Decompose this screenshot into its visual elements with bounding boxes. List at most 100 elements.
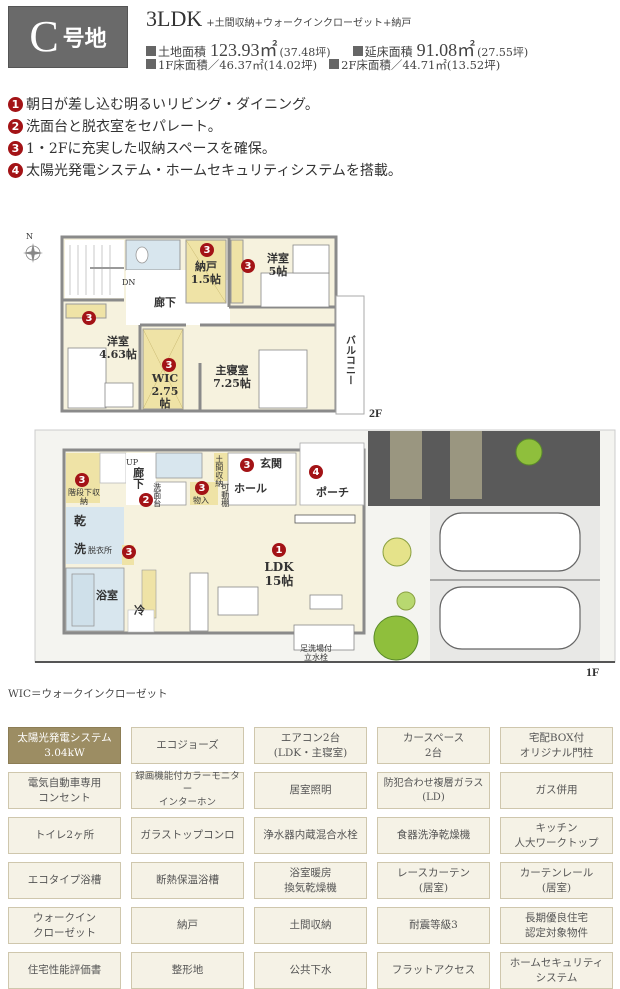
room-doma-storage: 土間収納 bbox=[214, 455, 224, 487]
room-wic: WIC 2.75帖 bbox=[151, 372, 179, 411]
room-hallway-1f: 廊下 bbox=[131, 467, 145, 489]
room-entrance-hall: ホール bbox=[234, 482, 267, 495]
equipment-item: エアコン2台 (LDK・主寝室) bbox=[254, 727, 367, 764]
feature-item: 3 1・2Fに充実した収納スペースを確保。 bbox=[8, 137, 402, 159]
room-storage-2f: 納戸 1.5帖 bbox=[190, 260, 222, 286]
feature-item: 1 朝日が差し込む明るいリビング・ダイニング。 bbox=[8, 93, 402, 115]
floor-plan-drawing bbox=[23, 235, 616, 663]
equipment-item: カーテンレール (居室) bbox=[500, 862, 613, 899]
movable-shelf-label: 可動棚 bbox=[220, 483, 230, 507]
equipment-item: 防犯合わせ複層ガラス (LD) bbox=[377, 772, 490, 809]
land-area-value: 123.93㎡ bbox=[210, 40, 278, 60]
room-ldk: LDK 15帖 bbox=[264, 560, 294, 588]
marker-3-icon: 3 bbox=[240, 458, 254, 472]
lot-letter: C bbox=[29, 12, 59, 61]
feature-text: 1・2Fに充実した収納スペースを確保。 bbox=[26, 141, 276, 157]
room-closet: 物入 bbox=[193, 496, 209, 505]
floor-plan: N DN 3 納戸 1.5帖 3 洋室 5帖 廊下 3 洋室 4.63帖 3 W… bbox=[0, 225, 620, 680]
feature-item: 2 洗面台と脱衣室をセパレート。 bbox=[8, 115, 402, 137]
floor-area-value: 91.08㎡ bbox=[416, 40, 476, 60]
equipment-item: 断熱保温浴槽 bbox=[131, 862, 244, 899]
floor-area-label: 延床面積 bbox=[364, 45, 413, 59]
equipment-item: ガラストップコンロ bbox=[131, 817, 244, 854]
equipment-item: エコジョーズ bbox=[131, 727, 244, 764]
first-floor-area: 1F床面積／46.37㎡(14.02坪) bbox=[158, 58, 318, 72]
lot-badge: C 号地 bbox=[8, 6, 128, 68]
up-label: UP bbox=[126, 458, 139, 467]
washer-label: 洗 bbox=[74, 542, 87, 556]
layout-extras: +土間収納+ウォークインクローゼット+納戸 bbox=[206, 18, 412, 29]
feature-text: 洗面台と脱衣室をセパレート。 bbox=[26, 119, 222, 135]
marker-1-icon: 1 bbox=[272, 543, 286, 557]
room-western-463: 洋室 4.63帖 bbox=[99, 335, 137, 361]
equipment-item: 電気自動車専用 コンセント bbox=[8, 772, 121, 809]
equipment-item: 整形地 bbox=[131, 952, 244, 989]
equipment-item: 宅配BOX付 オリジナル門柱 bbox=[500, 727, 613, 764]
feature-item: 4 太陽光発電システム・ホームセキュリティシステムを搭載。 bbox=[8, 159, 402, 181]
equipment-item: 長期優良住宅 認定対象物件 bbox=[500, 907, 613, 944]
equipment-item: ホームセキュリティ システム bbox=[500, 952, 613, 989]
equipment-item: 食器洗浄乾燥機 bbox=[377, 817, 490, 854]
equipment-item: カースペース 2台 bbox=[377, 727, 490, 764]
wic-note: WIC＝ウォークインクローゼット bbox=[8, 688, 168, 700]
equipment-item: 浄水器内蔵混合水栓 bbox=[254, 817, 367, 854]
marker-2-icon: 2 bbox=[139, 493, 153, 507]
feature-text: 朝日が差し込む明るいリビング・ダイニング。 bbox=[26, 97, 319, 113]
down-label: DN bbox=[122, 278, 136, 287]
room-dressing: 脱衣所 bbox=[88, 546, 112, 555]
square-bullet-icon bbox=[146, 46, 156, 56]
square-bullet-icon bbox=[352, 46, 363, 56]
equipment-item: 土間収納 bbox=[254, 907, 367, 944]
equipment-item: 浴室暖房 換気乾燥機 bbox=[254, 862, 367, 899]
balcony-label: バルコニー bbox=[343, 335, 355, 385]
room-bathroom: 浴室 bbox=[96, 589, 118, 602]
square-bullet-icon bbox=[146, 59, 156, 69]
layout-line: 3LDK +土間収納+ウォークインクローゼット+納戸 bbox=[146, 6, 411, 32]
marker-4-icon: 4 bbox=[309, 465, 323, 479]
room-entrance: 玄関 bbox=[260, 457, 282, 470]
layout-type: 3LDK bbox=[146, 6, 203, 31]
equipment-item: 公共下水 bbox=[254, 952, 367, 989]
equipment-item: フラットアクセス bbox=[377, 952, 490, 989]
fridge-label: 冷 bbox=[134, 604, 145, 617]
equipment-item: レースカーテン (居室) bbox=[377, 862, 490, 899]
marker-3-icon: 3 bbox=[82, 311, 96, 325]
room-stair-storage: 階段下収納 bbox=[68, 488, 100, 506]
marker-3-icon: 3 bbox=[75, 473, 89, 487]
equipment-item: 居室照明 bbox=[254, 772, 367, 809]
floor-label-2f: 2F bbox=[369, 406, 383, 420]
compass-north-label: N bbox=[26, 232, 33, 241]
equipment-item: キッチン 人大ワークトップ bbox=[500, 817, 613, 854]
number-marker-icon: 2 bbox=[8, 118, 23, 134]
number-marker-icon: 3 bbox=[8, 140, 23, 156]
equipment-item: トイレ2ヶ所 bbox=[8, 817, 121, 854]
marker-3-icon: 3 bbox=[122, 545, 136, 559]
number-marker-icon: 1 bbox=[8, 96, 23, 112]
marker-3-icon: 3 bbox=[162, 358, 176, 372]
square-bullet-icon bbox=[329, 59, 340, 69]
feature-list: 1 朝日が差し込む明るいリビング・ダイニング。 2 洗面台と脱衣室をセパレート。… bbox=[8, 93, 402, 181]
area-row-floors: 1F床面積／46.37㎡(14.02坪) 2F床面積／44.71㎡(13.52坪… bbox=[146, 57, 500, 73]
number-marker-icon: 4 bbox=[8, 162, 23, 178]
lot-suffix: 号地 bbox=[62, 27, 107, 52]
room-master-bedroom: 主寝室 7.25帖 bbox=[213, 364, 251, 390]
equipment-grid: 太陽光発電システム 3.04kW エコジョーズ エアコン2台 (LDK・主寝室)… bbox=[8, 727, 613, 989]
marker-3-icon: 3 bbox=[200, 243, 214, 257]
area-row-main: 土地面積 123.93㎡ (37.48坪) 延床面積 91.08㎡ (27.55… bbox=[146, 36, 528, 62]
land-area-label: 土地面積 bbox=[158, 45, 207, 59]
room-hallway-2f: 廊下 bbox=[154, 296, 176, 309]
compass-icon bbox=[23, 243, 43, 263]
floor-label-1f: 1F bbox=[586, 665, 600, 679]
equipment-item: 太陽光発電システム 3.04kW bbox=[8, 727, 121, 764]
room-washstand: 洗面台 bbox=[152, 483, 162, 507]
dryer-label: 乾 bbox=[74, 514, 87, 528]
equipment-item: 納戸 bbox=[131, 907, 244, 944]
equipment-item: エコタイプ浴槽 bbox=[8, 862, 121, 899]
floor-area-tsubo: (27.55坪) bbox=[477, 46, 529, 59]
land-area-tsubo: (37.48坪) bbox=[279, 46, 331, 59]
equipment-item: ウォークイン クローゼット bbox=[8, 907, 121, 944]
marker-3-icon: 3 bbox=[195, 481, 209, 495]
second-floor-area: 2F床面積／44.71㎡(13.52坪) bbox=[341, 58, 501, 72]
equipment-item: 録画機能付カラーモニター インターホン bbox=[131, 771, 244, 809]
marker-3-icon: 3 bbox=[241, 259, 255, 273]
